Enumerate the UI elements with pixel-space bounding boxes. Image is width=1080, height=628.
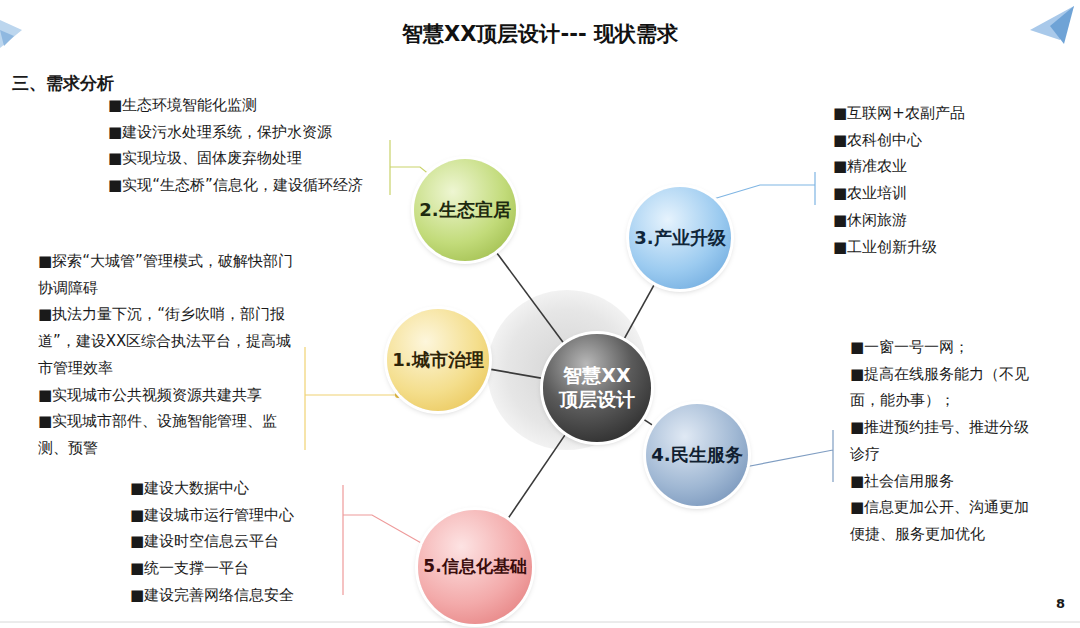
bullet-item: ■实现城市公共视频资源共建共享 xyxy=(38,382,296,409)
bullet-item: ■社会信用服务 xyxy=(850,468,1038,495)
bullet-item: ■建设时空信息云平台 xyxy=(130,528,335,555)
bracket-line xyxy=(745,430,833,482)
topic-circle: 1.城市治理 xyxy=(387,309,489,411)
bullet-item: ■建设完善网络信息安全 xyxy=(130,582,335,609)
paper-plane xyxy=(0,30,14,46)
bullet-list: ■生态环境智能化监测■建设污水处理系统，保护水资源■实现垃圾、固体废弃物处理■实… xyxy=(108,92,384,199)
bullet-item: ■生态环境智能化监测 xyxy=(108,92,384,119)
bullet-item: ■执法力量下沉，“街乡吹哨，部门报道”，建设XX区综合执法平台，提高城市管理效率 xyxy=(38,301,296,381)
topic-circle: 5.信息化基础 xyxy=(418,510,531,623)
topic-label: 2.生态宜居 xyxy=(419,199,510,222)
hub-label: 智慧XX 顶层设计 xyxy=(553,364,640,412)
bullet-item: ■建设大数据中心 xyxy=(130,475,335,502)
topic-label: 3.产业升级 xyxy=(634,227,725,250)
connector-line xyxy=(491,369,541,378)
topic-label: 4.民生服务 xyxy=(651,444,742,467)
bullet-item: ■建设城市运行管理中心 xyxy=(130,502,335,529)
paper-plane xyxy=(1050,6,1074,44)
paper-plane xyxy=(0,20,22,48)
bullet-list: ■一窗一号一网；■提高在线服务能力（不见面，能办事）；■推进预约挂号、推进分级诊… xyxy=(850,334,1038,548)
bracket-line xyxy=(700,172,815,205)
bullet-item: ■推进预约挂号、推进分级诊疗 xyxy=(850,414,1038,467)
connector-line xyxy=(624,285,653,338)
bullet-item: ■精准农业 xyxy=(833,153,1033,180)
bullet-item: ■探索“大城管”管理模式，破解快部门协调障碍 xyxy=(38,248,296,301)
bullet-item: ■工业创新升级 xyxy=(833,234,1033,261)
section-heading: 三、需求分析 xyxy=(12,72,114,95)
bullet-item: ■信息更加公开、沟通更加便捷、服务更加优化 xyxy=(850,494,1038,547)
connector-line xyxy=(509,435,565,518)
bullet-item: ■休闲旅游 xyxy=(833,207,1033,234)
footer-rule xyxy=(0,622,1080,623)
page-title: 智慧XX顶层设计--- 现状需求 xyxy=(0,20,1080,48)
bullet-list: ■互联网+农副产品■农科创中心■精准农业■农业培训■休闲旅游■工业创新升级 xyxy=(833,100,1033,260)
bullet-item: ■实现垃圾、固体废弃物处理 xyxy=(108,145,384,172)
topic-circle: 3.产业升级 xyxy=(629,187,731,289)
hub-circle: 智慧XX 顶层设计 xyxy=(543,334,650,441)
bracket-line xyxy=(305,347,396,450)
bullet-item: ■提高在线服务能力（不见面，能办事）； xyxy=(850,361,1038,414)
bullet-item: ■统一支撑一平台 xyxy=(130,555,335,582)
bullet-list: ■探索“大城管”管理模式，破解快部门协调障碍■执法力量下沉，“街乡吹哨，部门报道… xyxy=(38,248,296,462)
bullet-item: ■实现“生态桥”信息化，建设循环经济 xyxy=(108,172,384,199)
bullet-item: ■实现城市部件、设施智能管理、监测、预警 xyxy=(38,408,296,461)
connector-line xyxy=(497,253,563,342)
bullet-item: ■互联网+农副产品 xyxy=(833,100,1033,127)
topic-circle: 4.民生服务 xyxy=(646,404,748,506)
bullet-item: ■一窗一号一网； xyxy=(850,334,1038,361)
connector-line xyxy=(644,420,652,425)
topic-label: 1.城市治理 xyxy=(392,349,483,372)
topic-circle: 2.生态宜居 xyxy=(414,159,516,261)
topic-label: 5.信息化基础 xyxy=(423,556,526,577)
bracket-line xyxy=(343,485,430,595)
bullet-list: ■建设大数据中心■建设城市运行管理中心■建设时空信息云平台■统一支撑一平台■建设… xyxy=(130,475,335,609)
page-number: 8 xyxy=(1056,596,1065,611)
bullet-item: ■建设污水处理系统，保护水资源 xyxy=(108,119,384,146)
bullet-item: ■农业培训 xyxy=(833,180,1033,207)
bullet-item: ■农科创中心 xyxy=(833,127,1033,154)
